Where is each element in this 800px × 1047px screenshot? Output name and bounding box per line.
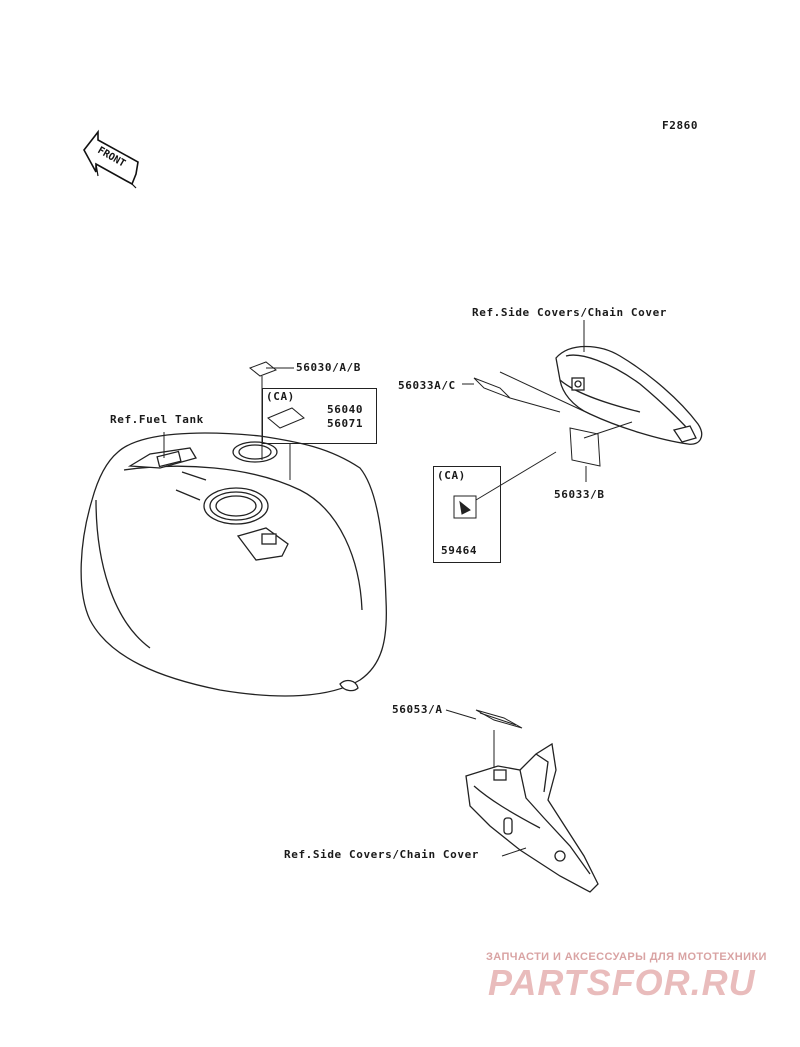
watermark-subtitle: ЗАПЧАСТИ И АКСЕССУАРЫ ДЛЯ МОТОТЕХНИКИ [486,951,767,963]
part-number-56033b[interactable]: 56033/B [554,488,605,501]
figure-code: F2860 [662,119,699,132]
ca-label-tank: (CA) [266,390,295,403]
decal-56053 [475,709,523,729]
ref-side-covers-top-label[interactable]: Ref.Side Covers/Chain Cover [472,306,668,319]
part-number-56040[interactable]: 56040 [327,403,364,416]
ref-side-covers-bottom-label[interactable]: Ref.Side Covers/Chain Cover [284,848,480,861]
front-arrow-icon: FRONT [83,129,139,189]
part-number-56053[interactable]: 56053/A [392,703,443,716]
ca-box-cover [433,466,501,563]
part-number-56033ac[interactable]: 56033A/C [398,379,456,392]
decal-56040 [267,407,305,429]
decal-56033ac [473,377,511,399]
part-number-56030[interactable]: 56030/A/B [296,361,362,374]
chain-cover-lower [465,742,599,893]
part-number-56071[interactable]: 56071 [327,417,364,430]
ref-fuel-tank-label[interactable]: Ref.Fuel Tank [110,413,204,426]
decal-56030 [249,361,277,377]
decal-59464 [453,495,477,519]
fuel-tank [80,432,388,697]
part-number-59464[interactable]: 59464 [441,544,478,557]
side-cover-upper [555,345,703,445]
watermark-logo: PARTSFOR.RU [488,962,756,1003]
ca-label-cover: (CA) [437,469,466,482]
decal-56033b [569,427,601,467]
ca-box-tank [262,388,377,444]
